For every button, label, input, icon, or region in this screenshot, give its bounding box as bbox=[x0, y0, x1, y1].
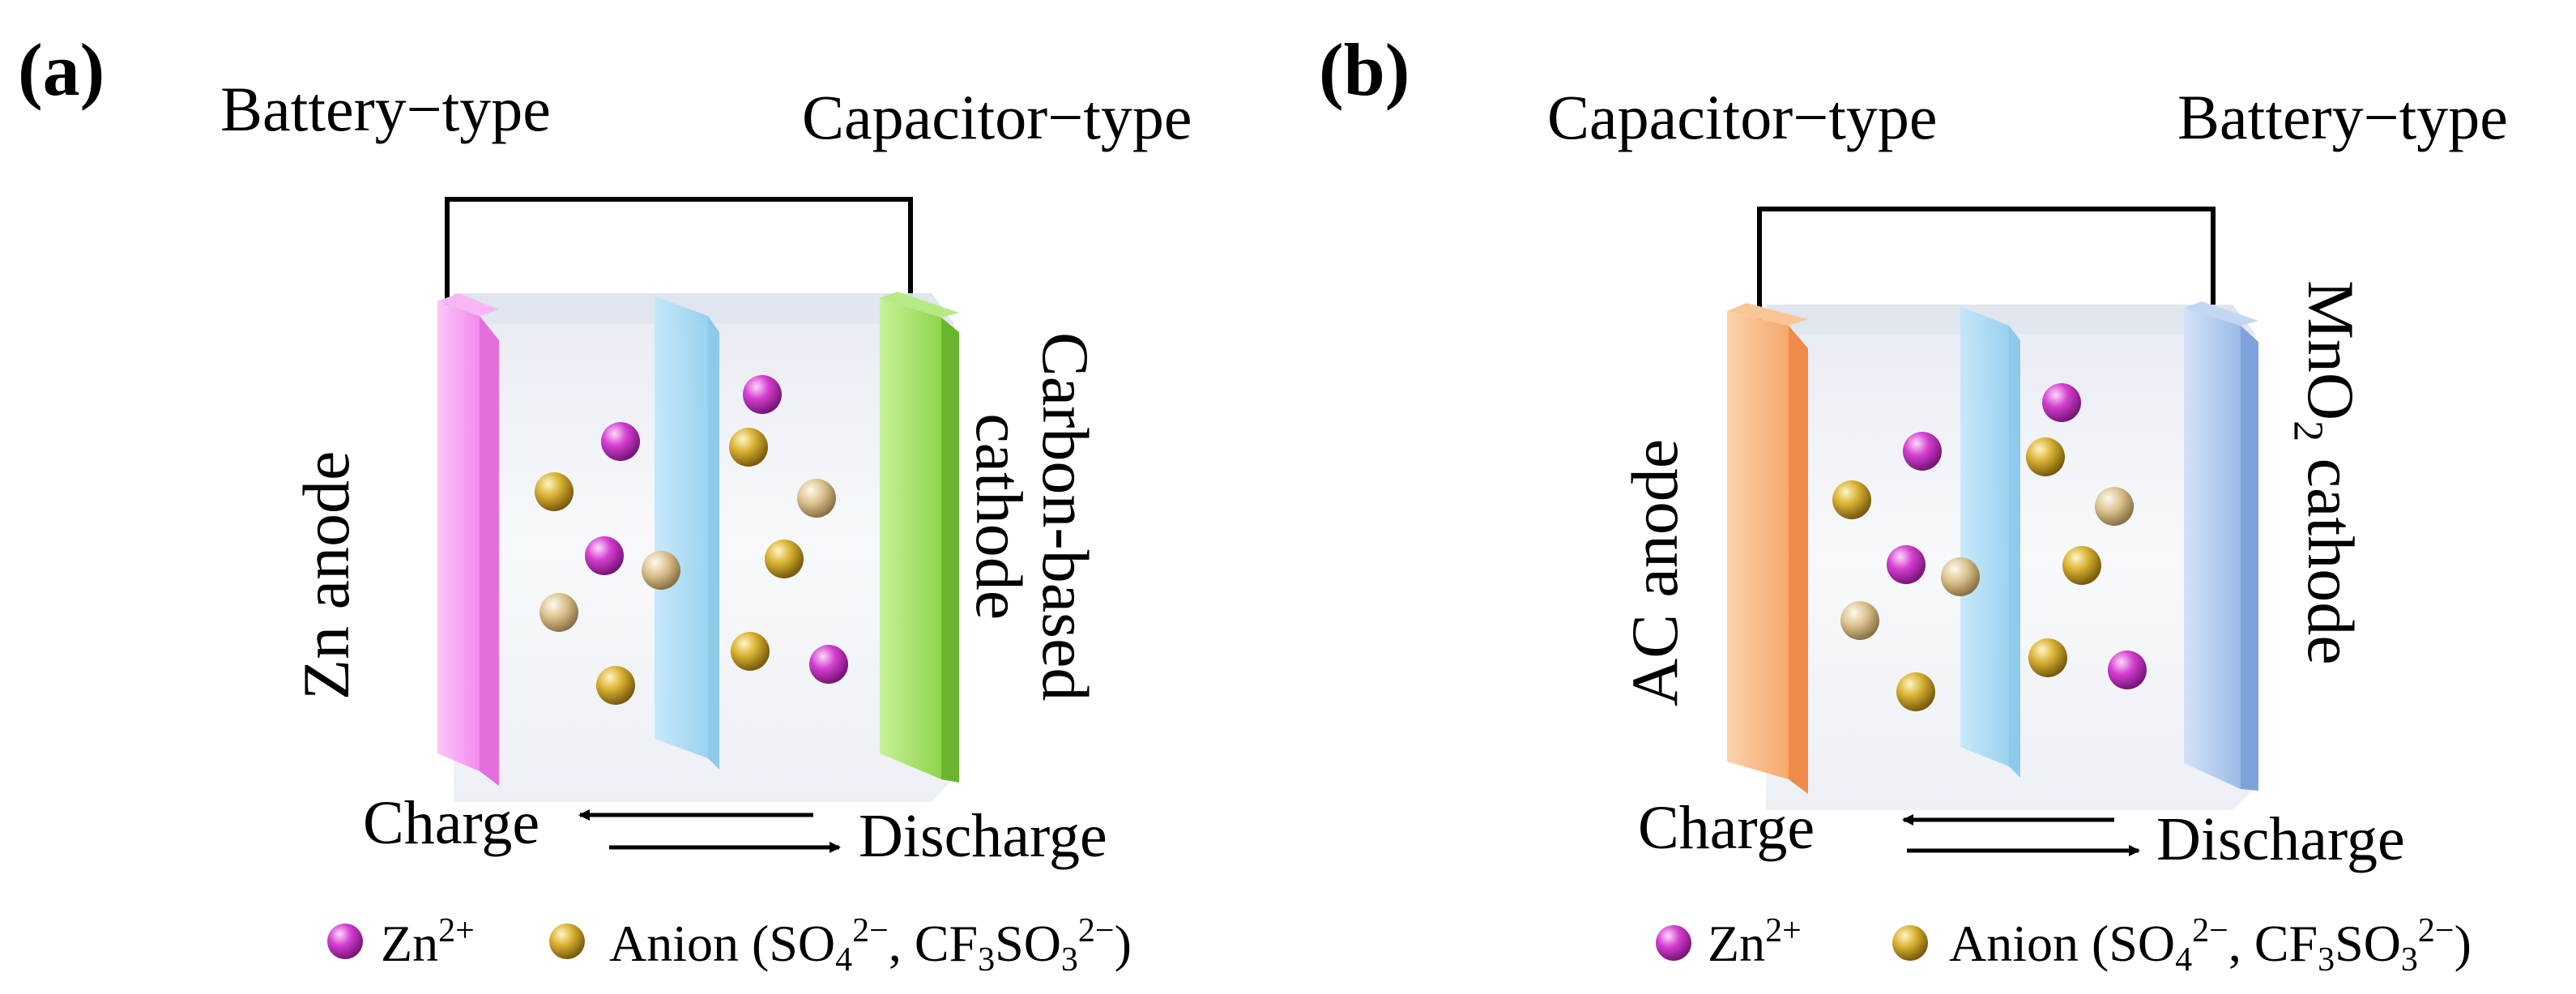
legend-anion: Anion (SO42−, CF3SO32−) bbox=[609, 914, 1132, 977]
legend-zn-charge: 2+ bbox=[1765, 912, 1802, 949]
discharge-label: Discharge bbox=[2156, 805, 2405, 873]
zn-ion bbox=[743, 375, 782, 414]
anion bbox=[2026, 437, 2065, 476]
panel-a: (a) Battery−type Capacitor−type Zn anode… bbox=[18, 28, 1192, 977]
anion bbox=[1896, 672, 1935, 711]
legend-anion-sup: 2− bbox=[2417, 912, 2454, 949]
charge-label: Charge bbox=[1638, 794, 1815, 862]
device-schematic-b bbox=[1656, 207, 2258, 961]
zn-ion bbox=[601, 422, 640, 461]
left-electrode-label-line: AC anode bbox=[1618, 438, 1691, 706]
anion bbox=[642, 551, 680, 590]
zn-ion bbox=[2042, 383, 2081, 422]
zn-ion bbox=[809, 645, 848, 684]
anion bbox=[2062, 546, 2101, 585]
legend-anion-text: ) bbox=[1114, 915, 1132, 972]
anion bbox=[2028, 638, 2067, 677]
right-electrode-label: MnO2 cathode bbox=[2284, 280, 2368, 665]
left-electrode-type: Battery−type bbox=[220, 74, 551, 144]
charge-label: Charge bbox=[363, 789, 540, 857]
anion bbox=[1941, 557, 1980, 596]
legend-anion-sub: 3 bbox=[978, 941, 996, 979]
right-electrode-type: Capacitor−type bbox=[802, 82, 1192, 152]
legend-anion-sup: 2− bbox=[852, 912, 889, 949]
legend-anion-sub: 3 bbox=[1060, 941, 1078, 979]
left-electrode-type: Capacitor−type bbox=[1547, 82, 1938, 152]
zn-ion bbox=[1903, 432, 1942, 471]
separator-membrane bbox=[655, 296, 719, 770]
legend-zn-charge: 2+ bbox=[438, 912, 475, 949]
anion bbox=[540, 593, 578, 632]
cathode-word: cathode bbox=[2294, 442, 2368, 665]
electrolyte-top-face bbox=[1766, 305, 2255, 334]
anion bbox=[731, 632, 770, 671]
legend-anion-text: , CF bbox=[2228, 915, 2318, 972]
mno2-formula: MnO bbox=[2294, 280, 2368, 421]
legend-anion-text: , CF bbox=[888, 915, 979, 972]
legend-anion-sup: 2− bbox=[1077, 912, 1115, 949]
left-electrode-label: Zn anode bbox=[289, 450, 363, 700]
legend-zn-text: Zn bbox=[381, 915, 439, 972]
mno2-cathode-plate-icon bbox=[2184, 301, 2258, 791]
left-electrode-label-line: Zn anode bbox=[289, 450, 363, 700]
legend-anion-sub: 3 bbox=[2400, 941, 2418, 979]
legend-anion-text: ) bbox=[2454, 915, 2472, 972]
discharge-label: Discharge bbox=[859, 802, 1107, 870]
legend-anion-text: Anion (SO bbox=[1949, 915, 2176, 972]
legend-anion-text: Anion (SO bbox=[609, 915, 836, 972]
anion bbox=[596, 666, 635, 705]
ion-field-b bbox=[1832, 383, 2147, 711]
anion bbox=[535, 472, 574, 511]
zn-ion bbox=[2108, 651, 2147, 689]
zn-ion bbox=[585, 536, 624, 575]
legend-anion-sub: 3 bbox=[2318, 941, 2335, 979]
anion bbox=[1832, 480, 1871, 519]
right-electrode-label-line-1: Carbon-based bbox=[1029, 332, 1102, 702]
anion bbox=[765, 540, 804, 578]
legend-anion-sub: 4 bbox=[2175, 941, 2193, 979]
panel-label: (a) bbox=[18, 28, 105, 111]
right-electrode-type: Battery−type bbox=[2177, 82, 2508, 152]
right-electrode-label: Carbon-based cathode bbox=[962, 332, 1102, 702]
electrolyte-top-face bbox=[454, 293, 954, 324]
legend-anion-icon bbox=[549, 924, 585, 959]
zn-anode-plate-icon bbox=[437, 293, 499, 786]
legend-zn-ion: Zn2+ bbox=[381, 914, 475, 970]
left-electrode-label: AC anode bbox=[1618, 438, 1691, 706]
legend-zn-ion: Zn2+ bbox=[1708, 914, 1802, 970]
mno2-subscript: 2 bbox=[2284, 420, 2331, 442]
anion bbox=[729, 428, 768, 467]
device-schematic-a bbox=[327, 197, 959, 959]
separator-membrane bbox=[1960, 306, 2020, 778]
anion bbox=[797, 479, 836, 518]
ac-anode-plate-icon bbox=[1727, 303, 1808, 794]
circuit-wire bbox=[1757, 207, 2216, 321]
legend-zn-ion-icon bbox=[327, 924, 363, 959]
legend-anion-sub: 4 bbox=[835, 941, 853, 979]
ion-field-a bbox=[535, 375, 848, 705]
right-electrode-label-line-2: cathode bbox=[962, 413, 1036, 621]
legend-anion-text: SO bbox=[2335, 915, 2401, 972]
legend-anion-icon bbox=[1892, 925, 1928, 961]
anion bbox=[2095, 487, 2134, 526]
zn-ion bbox=[1887, 545, 1926, 584]
circuit-wire bbox=[445, 197, 913, 309]
legend-anion-text: SO bbox=[995, 915, 1061, 972]
anion bbox=[1840, 601, 1879, 640]
legend-zn-text: Zn bbox=[1708, 915, 1766, 972]
right-electrode-label-line: MnO2 cathode bbox=[2284, 280, 2368, 665]
legend-anion-sup: 2− bbox=[2192, 912, 2228, 949]
panel-label: (b) bbox=[1319, 28, 1410, 111]
carbon-cathode-plate-icon bbox=[880, 292, 959, 783]
panel-b: (b) Capacitor−type Battery−type AC anode… bbox=[1288, 0, 2576, 994]
legend-zn-ion-icon bbox=[1656, 925, 1691, 961]
legend-anion: Anion (SO42−, CF3SO32−) bbox=[1949, 914, 2472, 977]
